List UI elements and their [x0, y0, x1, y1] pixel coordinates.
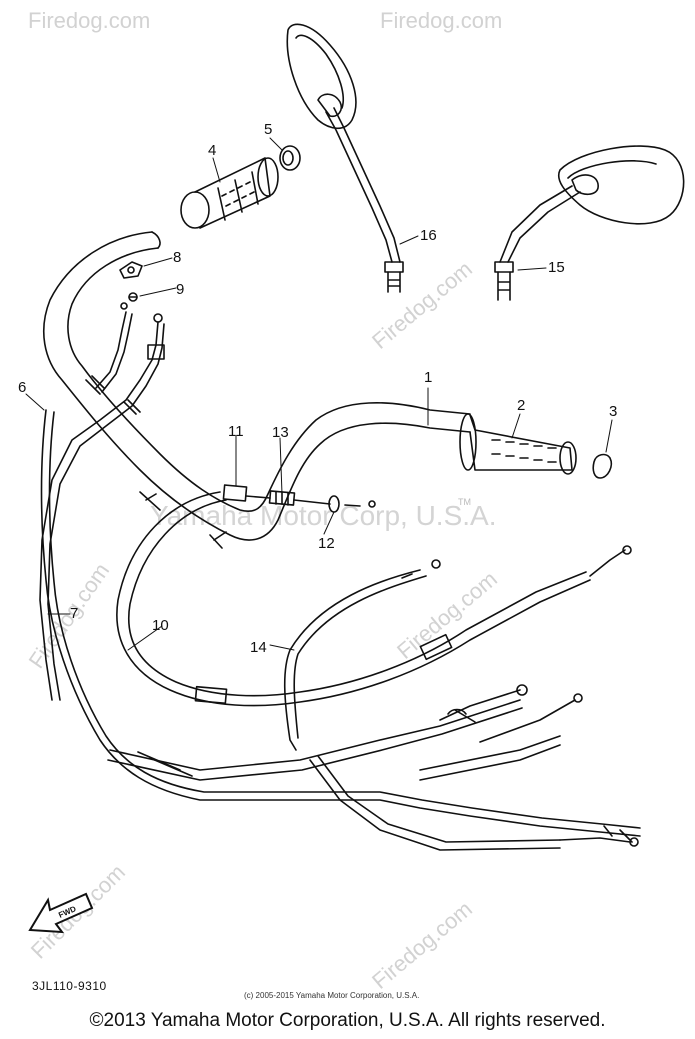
label-12: 12	[318, 535, 335, 552]
grip-left	[180, 157, 279, 229]
label-11: 11	[228, 423, 244, 440]
label-14: 14	[250, 639, 267, 656]
clutch-cable	[40, 409, 641, 843]
screw	[128, 292, 138, 302]
watermark-tm: TM	[458, 497, 471, 507]
footer-copyright: ©2013 Yamaha Motor Corporation, U.S.A. A…	[89, 1010, 606, 1031]
grip-end-cap-right	[592, 453, 613, 479]
lower-cables	[107, 684, 639, 851]
brake-cable	[116, 491, 632, 707]
label-10: 10	[152, 617, 169, 634]
label-9: 9	[176, 281, 184, 298]
diagram-code: 3JL110-9310	[32, 979, 107, 993]
grip-end-cap-left	[279, 145, 301, 171]
handlebar-cable-diagram: Firedog.com Firedog.com Firedog.com Fire…	[18, 8, 685, 1000]
watermark-mid-right: Firedog.com	[367, 256, 477, 354]
label-15: 15	[548, 259, 565, 276]
forward-arrow: FWD	[28, 892, 94, 934]
watermarks: Firedog.com Firedog.com Firedog.com Fire…	[24, 8, 503, 994]
grip-right	[459, 413, 577, 475]
label-5: 5	[264, 121, 272, 138]
leader-lines	[25, 137, 613, 651]
label-2: 2	[517, 397, 525, 414]
label-3: 3	[609, 403, 617, 420]
label-8: 8	[173, 249, 181, 266]
inline-copyright: (c) 2005-2015 Yamaha Motor Corporation, …	[244, 991, 419, 1000]
label-6: 6	[18, 379, 26, 396]
watermark-top-left: Firedog.com	[28, 8, 150, 33]
watermark-yamaha-logo: Yamaha Motor Corp, U.S.A.	[150, 500, 497, 531]
mirror-left	[286, 23, 404, 293]
label-7: 7	[70, 605, 78, 622]
label-16: 16	[420, 227, 437, 244]
choke-cable	[283, 559, 441, 751]
label-1: 1	[424, 369, 432, 386]
watermark-top-center: Firedog.com	[380, 8, 502, 33]
label-4: 4	[208, 142, 216, 159]
cable-holder	[119, 261, 143, 279]
mirror-right	[494, 145, 685, 301]
label-13: 13	[272, 424, 289, 441]
part-labels: 1 2 3 4 5 6 7 8 9 10 11 12 13 14 15 16	[18, 121, 617, 656]
watermark-bottom-right: Firedog.com	[367, 896, 477, 994]
handlebar	[43, 231, 471, 549]
